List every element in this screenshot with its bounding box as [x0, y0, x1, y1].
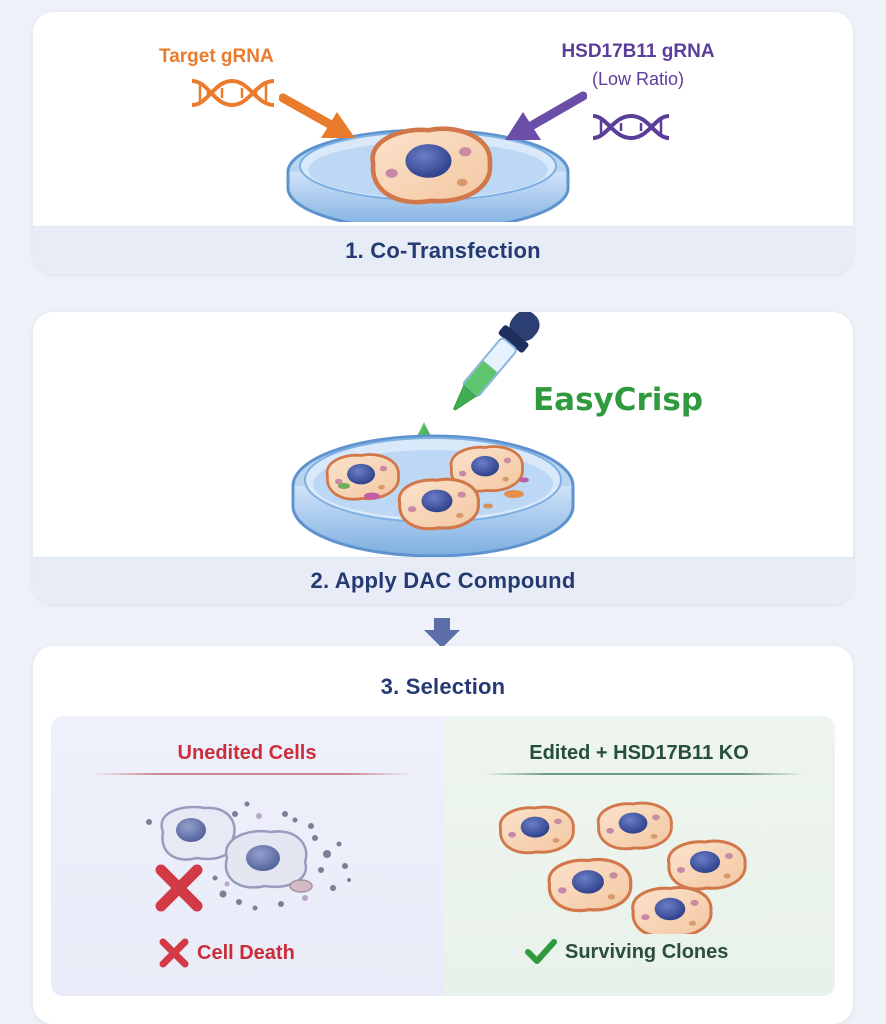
cell-death-label: Cell Death	[197, 941, 295, 964]
hsd17b11-grna-title: HSD17B11 gRNA	[561, 41, 715, 62]
cell-icon	[631, 885, 713, 934]
step-2-panel: EasyCrisp 2. Apply DAC Compound	[33, 312, 853, 604]
arrow-orange-icon	[279, 93, 355, 138]
dropper-icon	[453, 312, 540, 411]
step-1-title: 1. Co-Transfection	[345, 238, 541, 263]
edited-cells-title: Edited + HSD17B11 KO	[529, 742, 749, 764]
surviving-clones-label: Surviving Clones	[565, 940, 729, 963]
arrow-purple-icon	[505, 91, 587, 140]
cell-icon	[325, 453, 400, 501]
step-3-panel: 3. Selection Unedited Cells	[33, 646, 853, 1024]
cell-icon	[373, 129, 490, 202]
divider	[91, 773, 413, 775]
divider	[483, 773, 805, 775]
cell-icon	[397, 477, 481, 531]
cross-icon	[155, 864, 203, 912]
hsd17b11-ratio-label: (Low Ratio)	[591, 69, 685, 89]
step-1-title-band	[33, 226, 853, 274]
step-3-title: 3. Selection	[380, 674, 506, 699]
cell-icon	[667, 839, 747, 891]
cell-death-outcome: Cell Death	[159, 938, 295, 968]
dna-icon	[592, 113, 670, 141]
petri-dish-illustration	[291, 434, 575, 558]
step-1-panel: Target gRNA HSD17B11 gRNA (Low Ratio) 1.…	[33, 12, 853, 274]
edited-cells-panel: Edited + HSD17B11 KO Surviving Clones	[443, 716, 835, 996]
down-arrow-icon	[424, 618, 460, 648]
target-grna-label: Target gRNA	[159, 46, 274, 67]
easycrisp-label: EasyCrisp	[533, 382, 704, 418]
cell-icon	[547, 857, 633, 913]
dying-cells-illustration	[146, 801, 351, 912]
hsd17b11-grna-label: HSD17B11 gRNA (Low Ratio)	[547, 41, 729, 90]
cell-icon	[498, 805, 575, 855]
unedited-cells-title: Unedited Cells	[177, 742, 317, 764]
cell-icon	[596, 801, 673, 851]
unedited-cells-panel: Unedited Cells	[51, 716, 443, 996]
step-2-title-band	[33, 557, 853, 604]
petri-dish-illustration	[286, 92, 570, 222]
surviving-clones-outcome: Surviving Clones	[525, 938, 728, 966]
step-2-title: 2. Apply DAC Compound	[310, 568, 576, 593]
cross-icon	[159, 938, 189, 968]
surviving-cells-illustration	[498, 801, 747, 934]
check-icon	[525, 939, 557, 964]
dna-icon	[191, 78, 275, 108]
